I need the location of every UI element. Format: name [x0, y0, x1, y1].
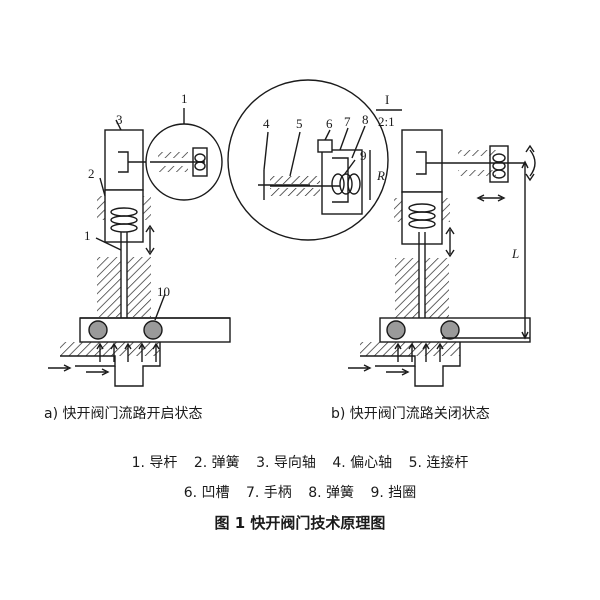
legend-item: 7. 手柄 — [245, 485, 292, 501]
caption-b: b) 快开阀门流路关闭状态 — [331, 406, 490, 422]
guide-housing-b — [401, 129, 443, 193]
legend-item: 4. 偏心轴 — [332, 455, 393, 471]
legend-item: 2. 弹簧 — [193, 455, 240, 471]
legend-item: 1. 导杆 — [131, 455, 178, 471]
legend-item: 3. 导向轴 — [256, 455, 316, 471]
detail-I-enlarged — [227, 79, 402, 241]
label-6: 6 — [326, 116, 333, 131]
label-R: R — [376, 168, 385, 183]
spring-8 — [331, 173, 361, 195]
seal-groove-ball — [88, 320, 108, 340]
legend-row-1: 1. 导杆 2. 弹簧 3. 导向轴 4. 偏心轴 5. 连接杆 — [0, 452, 600, 472]
panel-a-open-state — [48, 108, 231, 387]
label-8: 8 — [362, 112, 369, 127]
caption-a: a) 快开阀门流路开启状态 — [44, 406, 203, 422]
label-9: 9 — [360, 148, 367, 163]
label-3: 3 — [116, 112, 123, 127]
label-detail-I: I — [385, 92, 389, 107]
label-5: 5 — [296, 116, 303, 131]
label-7: 7 — [344, 114, 351, 129]
flow-arrows-b — [394, 342, 444, 362]
legend-item: 8. 弹簧 — [308, 485, 355, 501]
seal-groove-ball-b — [386, 320, 406, 340]
label-L: L — [511, 246, 519, 261]
guide-housing — [104, 129, 144, 191]
figure-title: 图 1 快开阀门技术原理图 — [214, 514, 386, 532]
label-2: 2 — [88, 166, 95, 181]
legend-row-2: 6. 凹槽 7. 手柄 8. 弹簧 9. 挡圈 — [0, 482, 600, 502]
legend-item: 9. 挡圈 — [370, 485, 417, 501]
legend-item: 6. 凹槽 — [183, 485, 230, 501]
label-detail-scale: 2:1 — [378, 114, 395, 129]
spring-2-b — [408, 203, 436, 229]
spring-2 — [110, 207, 138, 233]
label-1-rod: 1 — [84, 228, 91, 243]
legend-item: 5. 连接杆 — [408, 455, 469, 471]
flow-arrows-a — [96, 342, 160, 362]
panel-b-closed-state — [348, 129, 536, 387]
label-10: 10 — [157, 284, 170, 299]
label-4: 4 — [263, 116, 270, 131]
label-1-top: 1 — [181, 91, 188, 106]
